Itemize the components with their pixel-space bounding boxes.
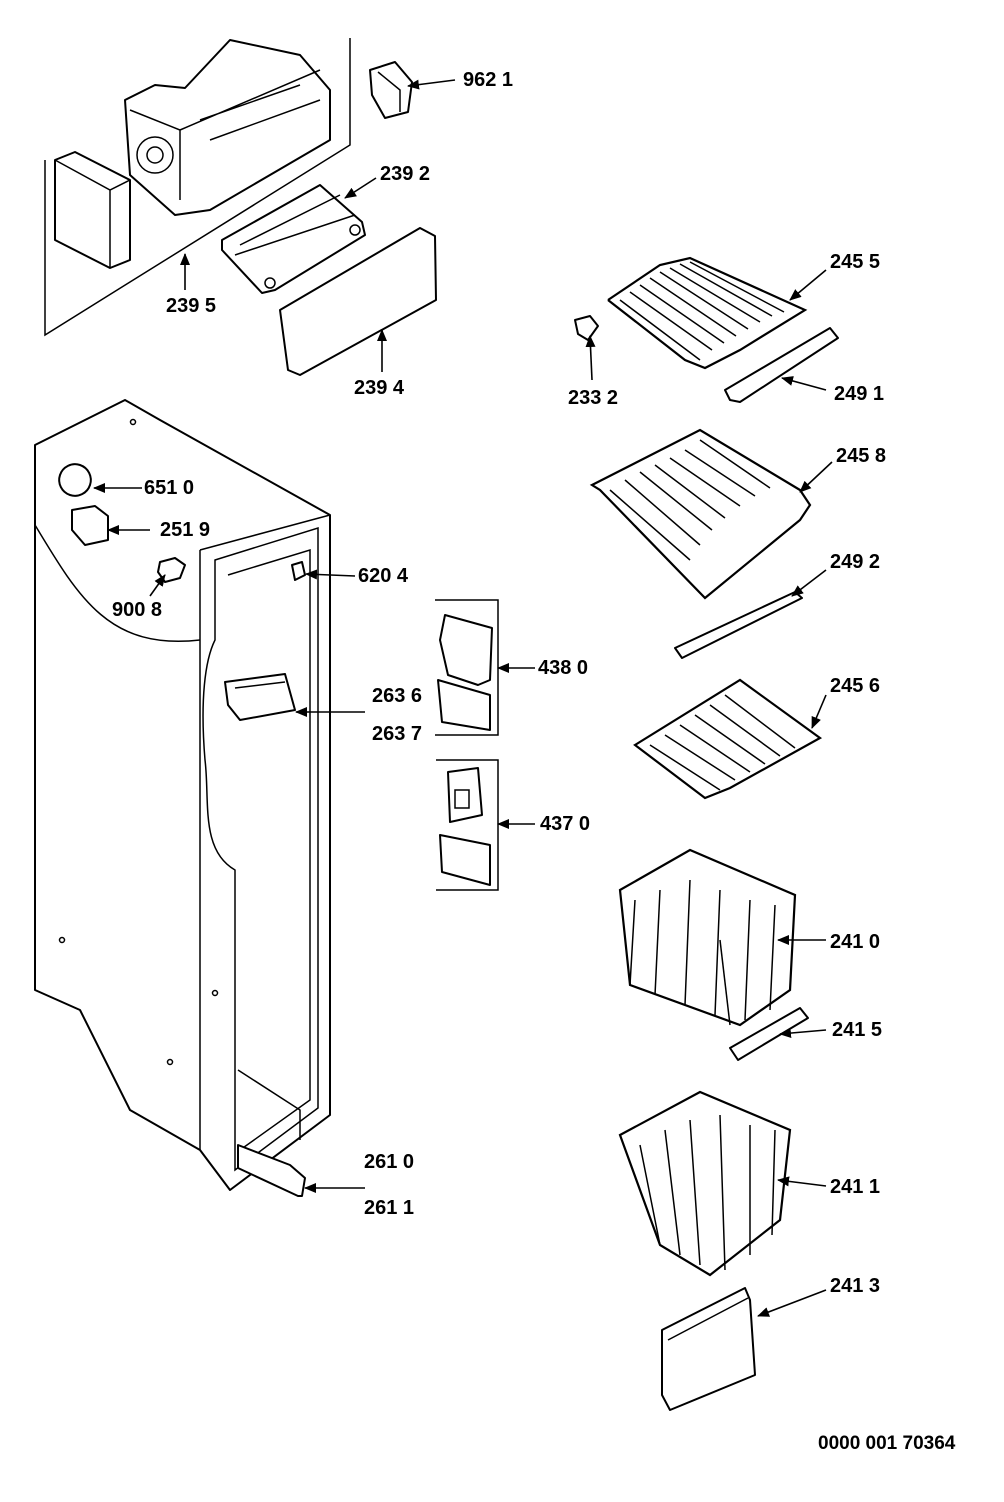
label-245-5: 245 5 [830, 251, 881, 273]
label-249-2: 249 2 [830, 551, 881, 573]
label-251-9: 251 9 [160, 519, 211, 541]
label-263-6: 263 6 [372, 685, 423, 707]
label-233-2: 233 2 [568, 387, 619, 409]
label-239-5: 239 5 [166, 295, 217, 317]
label-900-8: 900 8 [112, 599, 163, 621]
label-263-7: 263 7 [372, 723, 423, 745]
label-261-0: 261 0 [364, 1151, 415, 1173]
leader-lines [93, 79, 833, 1317]
label-241-0: 241 0 [830, 931, 881, 953]
label-620-4: 620 4 [358, 565, 409, 587]
label-651-0: 651 0 [144, 477, 195, 499]
document-id: 0000 001 70364 [818, 1433, 956, 1454]
label-241-1: 241 1 [830, 1176, 881, 1198]
label-245-8: 245 8 [836, 445, 887, 467]
ice-maker-group [44, 38, 437, 376]
label-239-2: 239 2 [380, 163, 431, 185]
label-241-3: 241 3 [830, 1275, 881, 1297]
label-249-1: 249 1 [834, 383, 885, 405]
label-245-6: 245 6 [830, 675, 881, 697]
label-239-4: 239 4 [354, 377, 405, 399]
label-261-1: 261 1 [364, 1197, 415, 1219]
wire-shelves-group [574, 256, 839, 1411]
freezer-liner-group [34, 399, 331, 1197]
label-241-5: 241 5 [832, 1019, 883, 1041]
label-437-0: 437 0 [540, 813, 591, 835]
label-962-1: 962 1 [463, 69, 514, 91]
label-438-0: 438 0 [538, 657, 589, 679]
control-boards-group [435, 599, 499, 891]
